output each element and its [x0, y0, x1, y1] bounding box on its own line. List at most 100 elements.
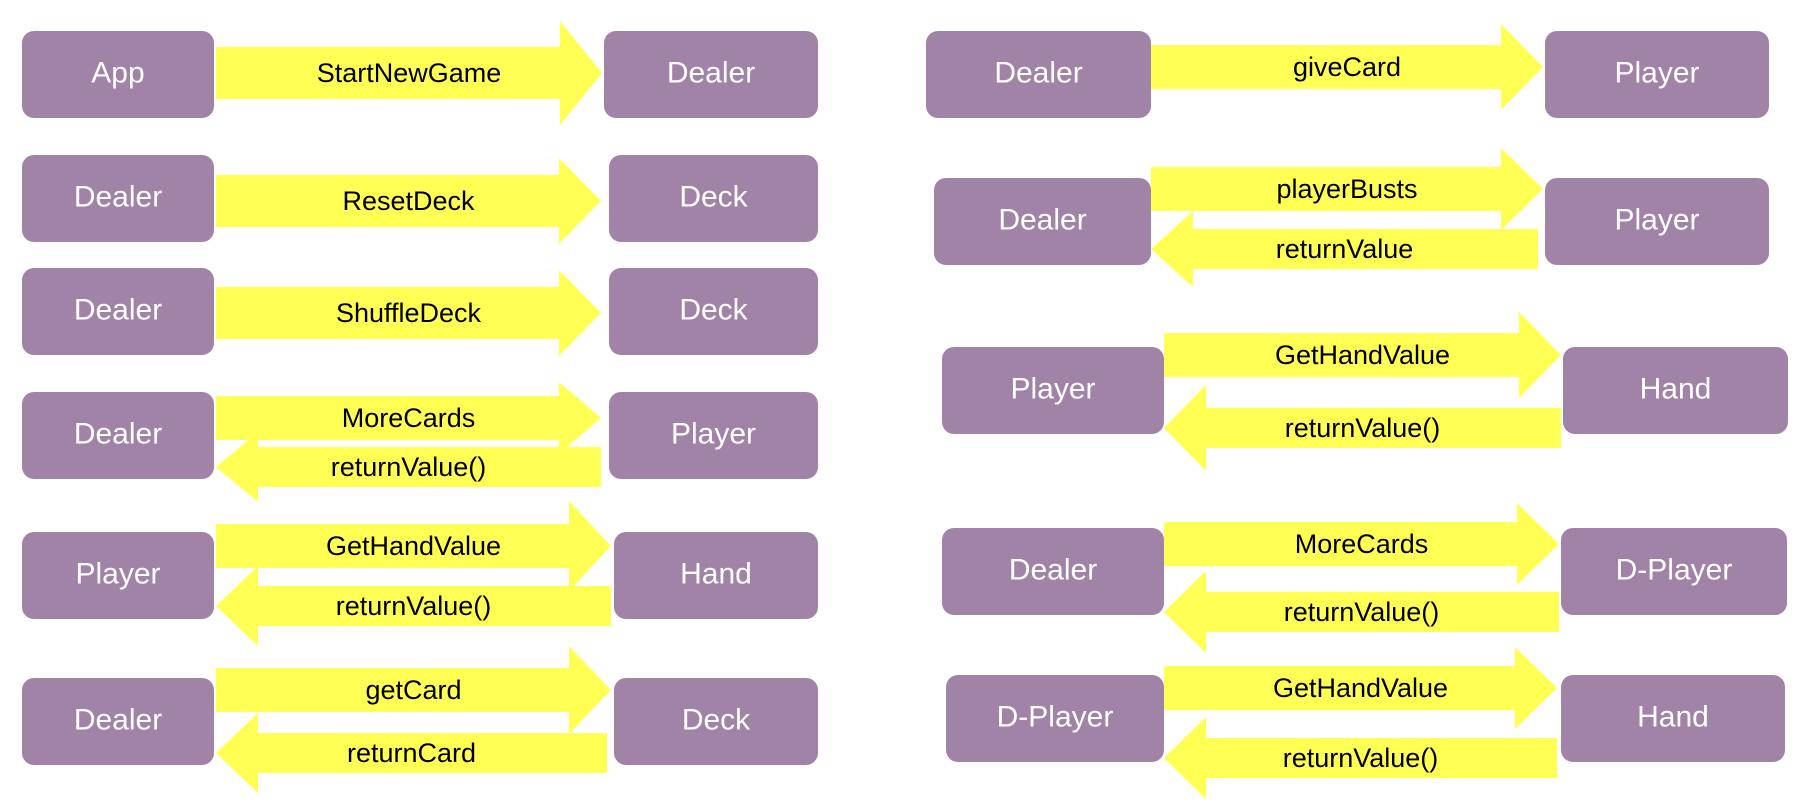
interaction-2-dealer-sender-box-label: Dealer — [74, 180, 162, 213]
interaction-8-dealer-sender-box-shape — [934, 178, 1151, 265]
interaction-6-call-arrow-shape — [216, 646, 611, 734]
interaction-10-call-arrow-label: MoreCards — [1295, 529, 1429, 559]
interaction-6-deck-receiver-box: Deck — [614, 678, 818, 765]
interaction-4-player-receiver-box-shape — [609, 392, 818, 479]
interaction-8-dealer-sender-box-label: Dealer — [998, 203, 1086, 236]
interaction-2-deck-receiver-box-shape — [609, 155, 818, 242]
interaction-11-d-player-sender-box: D-Player — [946, 675, 1164, 762]
interaction-5-call-arrow-label: GetHandValue — [326, 531, 501, 561]
interaction-9-call-arrow: GetHandValue — [1164, 312, 1561, 398]
interaction-2-call-arrow: ResetDeck — [216, 158, 601, 244]
interaction-5-player-sender-box-label: Player — [75, 557, 160, 590]
interaction-11-d-player-sender-box-label: D-Player — [997, 700, 1114, 733]
interaction-10-d-player-receiver-box-label: D-Player — [1616, 553, 1733, 586]
interaction-3-dealer-sender-box-shape — [22, 268, 214, 355]
interaction-7-dealer-sender-box: Dealer — [926, 31, 1151, 118]
interaction-1-app-sender-box-label: App — [91, 56, 144, 89]
interaction-10-dealer-sender-box-label: Dealer — [1009, 553, 1097, 586]
interaction-7-dealer-sender-box-label: Dealer — [994, 56, 1082, 89]
interaction-4-call-arrow-shape — [216, 382, 601, 454]
interaction-8-return-arrow-label: returnValue — [1276, 234, 1414, 264]
interaction-11-hand-receiver-box: Hand — [1561, 675, 1785, 762]
interaction-9-hand-receiver-box-shape — [1563, 347, 1788, 434]
interaction-3-dealer-sender-box-label: Dealer — [74, 293, 162, 326]
interaction-6-deck-receiver-box-label: Deck — [682, 703, 751, 736]
interaction-8-call-arrow-shape — [1151, 148, 1543, 230]
interaction-9-player-sender-box: Player — [942, 347, 1164, 434]
interaction-2-dealer-sender-box-shape — [22, 155, 214, 242]
interaction-1-call-arrow: StartNewGame — [216, 21, 602, 125]
interaction-7-call-arrow: giveCard — [1151, 24, 1543, 110]
interaction-7-dealer-sender-box-shape — [926, 31, 1151, 118]
interaction-1-dealer-receiver-box: Dealer — [604, 31, 818, 118]
interaction-4-return-arrow-shape — [216, 432, 601, 502]
interaction-7-player-receiver-box-label: Player — [1614, 56, 1699, 89]
interaction-6-call-arrow-label: getCard — [365, 675, 461, 705]
interaction-8-call-arrow: playerBusts — [1151, 148, 1543, 230]
interaction-11-return-arrow-label: returnValue() — [1283, 743, 1439, 773]
interaction-5-call-arrow-shape — [216, 501, 611, 591]
interaction-10-d-player-receiver-box: D-Player — [1561, 528, 1787, 615]
interaction-4-dealer-sender-box-label: Dealer — [74, 417, 162, 450]
interaction-9-call-arrow-shape — [1164, 312, 1561, 398]
interaction-6-dealer-sender-box: Dealer — [22, 678, 214, 765]
interaction-4-call-arrow-label: MoreCards — [342, 403, 476, 433]
interaction-4-return-arrow: returnValue() — [216, 432, 601, 502]
interaction-2-call-arrow-shape — [216, 158, 601, 244]
interaction-11-hand-receiver-box-shape — [1561, 675, 1785, 762]
interaction-2-call-arrow-label: ResetDeck — [342, 186, 475, 216]
interaction-9-hand-receiver-box: Hand — [1563, 347, 1788, 434]
interaction-4-dealer-sender-box: Dealer — [22, 392, 214, 479]
interaction-3-call-arrow: ShuffleDeck — [216, 270, 601, 356]
interaction-4-player-receiver-box: Player — [609, 392, 818, 479]
interaction-11-call-arrow: GetHandValue — [1164, 647, 1557, 729]
interaction-9-return-arrow-label: returnValue() — [1285, 413, 1441, 443]
interaction-7-player-receiver-box: Player — [1545, 31, 1769, 118]
interaction-5-player-sender-box-shape — [22, 532, 214, 619]
interaction-11-return-arrow: returnValue() — [1164, 717, 1557, 799]
interaction-3-dealer-sender-box: Dealer — [22, 268, 214, 355]
interaction-3-deck-receiver-box-shape — [609, 268, 818, 355]
interaction-5-hand-receiver-box-label: Hand — [680, 557, 752, 590]
interaction-6-dealer-sender-box-shape — [22, 678, 214, 765]
interaction-8-player-receiver-box: Player — [1545, 178, 1769, 265]
interaction-10-dealer-sender-box-shape — [942, 528, 1164, 615]
interaction-3-call-arrow-label: ShuffleDeck — [336, 298, 482, 328]
interaction-10-call-arrow-shape — [1164, 503, 1559, 585]
interaction-1-dealer-receiver-box-shape — [604, 31, 818, 118]
interaction-8-dealer-sender-box: Dealer — [934, 178, 1151, 265]
interaction-6-return-arrow: returnCard — [216, 713, 607, 793]
interaction-5-return-arrow-shape — [216, 566, 611, 646]
interaction-2-deck-receiver-box-label: Deck — [679, 180, 748, 213]
interaction-5-player-sender-box: Player — [22, 532, 214, 619]
interaction-6-return-arrow-label: returnCard — [347, 738, 476, 768]
interaction-5-return-arrow: returnValue() — [216, 566, 611, 646]
interaction-7-player-receiver-box-shape — [1545, 31, 1769, 118]
interaction-4-call-arrow: MoreCards — [216, 382, 601, 454]
interaction-1-dealer-receiver-box-label: Dealer — [667, 56, 755, 89]
interaction-5-call-arrow: GetHandValue — [216, 501, 611, 591]
interaction-10-return-arrow-shape — [1164, 571, 1559, 653]
interaction-6-return-arrow-shape — [216, 713, 607, 793]
interaction-2-dealer-sender-box: Dealer — [22, 155, 214, 242]
interaction-10-call-arrow: MoreCards — [1164, 503, 1559, 585]
interaction-8-player-receiver-box-shape — [1545, 178, 1769, 265]
interaction-9-hand-receiver-box-label: Hand — [1640, 372, 1712, 405]
interaction-8-return-arrow-shape — [1151, 211, 1538, 287]
interaction-4-dealer-sender-box-shape — [22, 392, 214, 479]
interaction-10-return-arrow: returnValue() — [1164, 571, 1559, 653]
interaction-10-return-arrow-label: returnValue() — [1284, 597, 1440, 627]
interaction-1-app-sender-box-shape — [22, 31, 214, 118]
interaction-4-return-arrow-label: returnValue() — [331, 452, 487, 482]
interaction-11-hand-receiver-box-label: Hand — [1637, 700, 1709, 733]
interaction-8-player-receiver-box-label: Player — [1614, 203, 1699, 236]
interaction-4-player-receiver-box-label: Player — [671, 417, 756, 450]
interaction-8-return-arrow: returnValue — [1151, 211, 1538, 287]
interaction-3-call-arrow-shape — [216, 270, 601, 356]
interaction-3-deck-receiver-box: Deck — [609, 268, 818, 355]
interaction-10-d-player-receiver-box-shape — [1561, 528, 1787, 615]
interaction-1-app-sender-box: App — [22, 31, 214, 118]
interaction-9-return-arrow-shape — [1164, 385, 1561, 471]
interaction-8-call-arrow-label: playerBusts — [1276, 174, 1417, 204]
interaction-11-call-arrow-label: GetHandValue — [1273, 673, 1448, 703]
